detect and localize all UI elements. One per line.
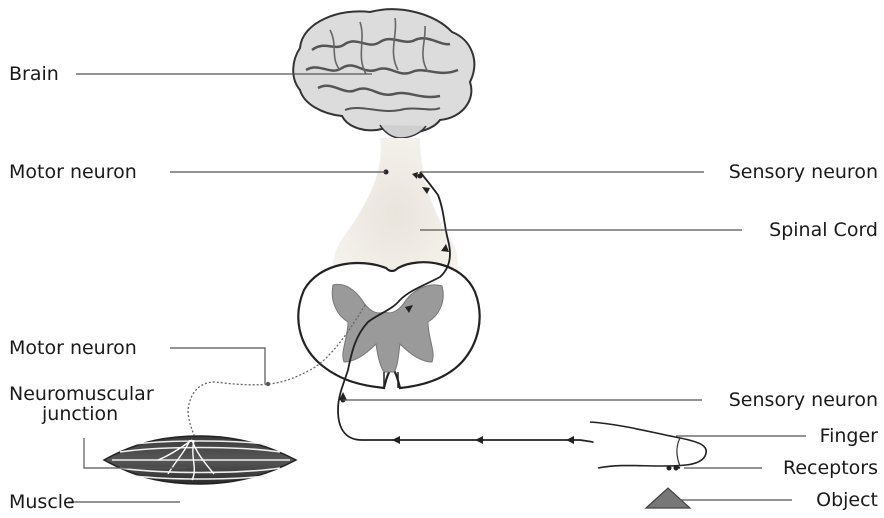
- label-sensory-neuron-upper: Sensory neuron: [729, 161, 878, 183]
- label-brain: Brain: [9, 63, 59, 85]
- finger-illustration: [590, 422, 706, 471]
- label-finger: Finger: [820, 425, 879, 447]
- label-motor-neuron-upper: Motor neuron: [9, 161, 137, 183]
- muscle-illustration: [104, 436, 296, 484]
- label-object: Object: [816, 489, 878, 511]
- label-motor-neuron-lower: Motor neuron: [9, 337, 137, 359]
- object-illustration: [646, 488, 690, 508]
- label-neuromuscular-line1: Neuromuscular: [9, 383, 154, 405]
- label-receptors: Receptors: [783, 457, 878, 479]
- label-neuromuscular-line2: junction: [41, 403, 118, 425]
- spinal-cord-cross-section: [298, 262, 479, 388]
- label-muscle: Muscle: [9, 491, 75, 513]
- label-sensory-neuron-lower: Sensory neuron: [729, 389, 878, 411]
- label-spinal-cord: Spinal Cord: [769, 219, 878, 241]
